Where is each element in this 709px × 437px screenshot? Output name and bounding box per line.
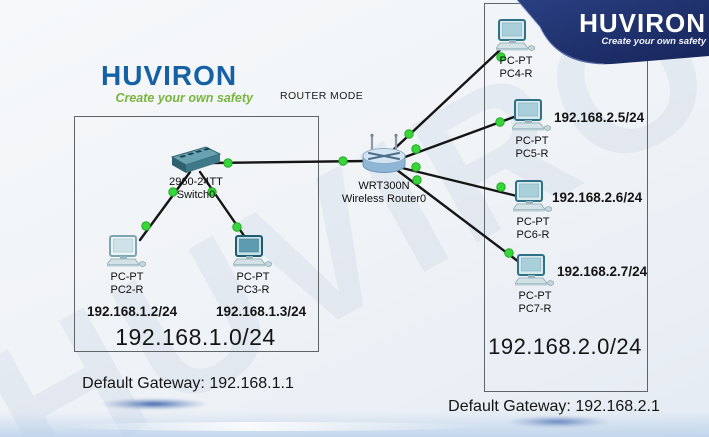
switch-model-label: 2960-24TT	[169, 176, 223, 188]
switch-icon	[170, 146, 222, 173]
device-pc2[interactable]: PC-PT PC2-R	[99, 235, 155, 297]
pc-name-label: PC3-R	[236, 284, 270, 297]
pc-icon	[515, 254, 555, 286]
link-router0-pc7[interactable]	[395, 168, 521, 264]
pc-icon	[496, 19, 536, 51]
device-pc3[interactable]: PC-PT PC3-R	[225, 235, 281, 297]
device-pc6[interactable]: PC-PT PC6-R	[505, 180, 561, 242]
pc-type-label: PC-PT	[499, 55, 533, 67]
huviron-banner	[516, 0, 709, 65]
huviron-logo: HUVIRON Create your own safety	[101, 60, 253, 106]
pc7-ip-label: 192.168.2.7/24	[557, 264, 648, 279]
pc6-ip-label: 192.168.2.6/24	[552, 190, 643, 205]
link-status-dots	[141, 52, 514, 258]
pc-name-label: PC6-R	[516, 229, 550, 242]
device-pc5[interactable]: PC-PT PC5-R	[504, 99, 560, 161]
lan1-zone-box	[74, 116, 319, 352]
pc-type-label: PC-PT	[515, 135, 549, 147]
lan2-gateway-label: Default Gateway: 192.168.2.1	[448, 398, 660, 415]
pc-icon	[512, 99, 552, 131]
pc-name-label: PC2-R	[110, 284, 144, 297]
banner-logo-tagline: Create your own safety	[601, 36, 706, 47]
pc-type-label: PC-PT	[516, 216, 550, 228]
pc-type-label: PC-PT	[110, 271, 144, 283]
wireless-router-icon	[362, 133, 406, 173]
gateway2-glow	[506, 416, 610, 428]
pc2-ip-label: 192.168.1.2/24	[87, 304, 178, 319]
pc5-ip-label: 192.168.2.5/24	[554, 110, 645, 125]
device-pc4[interactable]: PC-PT PC4-R	[488, 19, 544, 81]
huviron-logo-tagline: Create your own safety	[115, 91, 253, 105]
router-mode-label: ROUTER MODE	[280, 90, 364, 102]
router-model-label: WRT300N	[358, 180, 410, 192]
lan1-subnet-label: 192.168.1.0/24	[115, 324, 276, 350]
huviron-logo-text: HUVIRON	[101, 60, 238, 91]
pc-icon	[107, 235, 147, 267]
pc3-ip-label: 192.168.1.3/24	[216, 304, 307, 319]
lan2-subnet-label: 192.168.2.0/24	[488, 334, 642, 359]
pc-type-label: PC-PT	[518, 290, 552, 302]
banner-logo-text: HUVIRON	[579, 8, 706, 38]
device-switch0[interactable]: 2960-24TT Switch0	[150, 146, 242, 202]
link-router0-pc6[interactable]	[396, 165, 519, 198]
gateway1-glow	[100, 398, 208, 410]
router-name-label: Wireless Router0	[341, 193, 427, 206]
lan1-gateway-label: Default Gateway: 192.168.1.1	[82, 375, 294, 392]
pc-name-label: PC5-R	[515, 148, 549, 161]
device-pc7[interactable]: PC-PT PC7-R	[507, 254, 563, 316]
pc-type-label: PC-PT	[236, 271, 270, 283]
pc-name-label: PC7-R	[518, 303, 552, 316]
pc-name-label: PC4-R	[499, 68, 533, 81]
pc-icon	[513, 180, 553, 212]
pc-icon	[233, 235, 273, 267]
switch-name-label: Switch0	[176, 189, 216, 202]
device-router0[interactable]: WRT300N Wireless Router0	[336, 132, 432, 206]
